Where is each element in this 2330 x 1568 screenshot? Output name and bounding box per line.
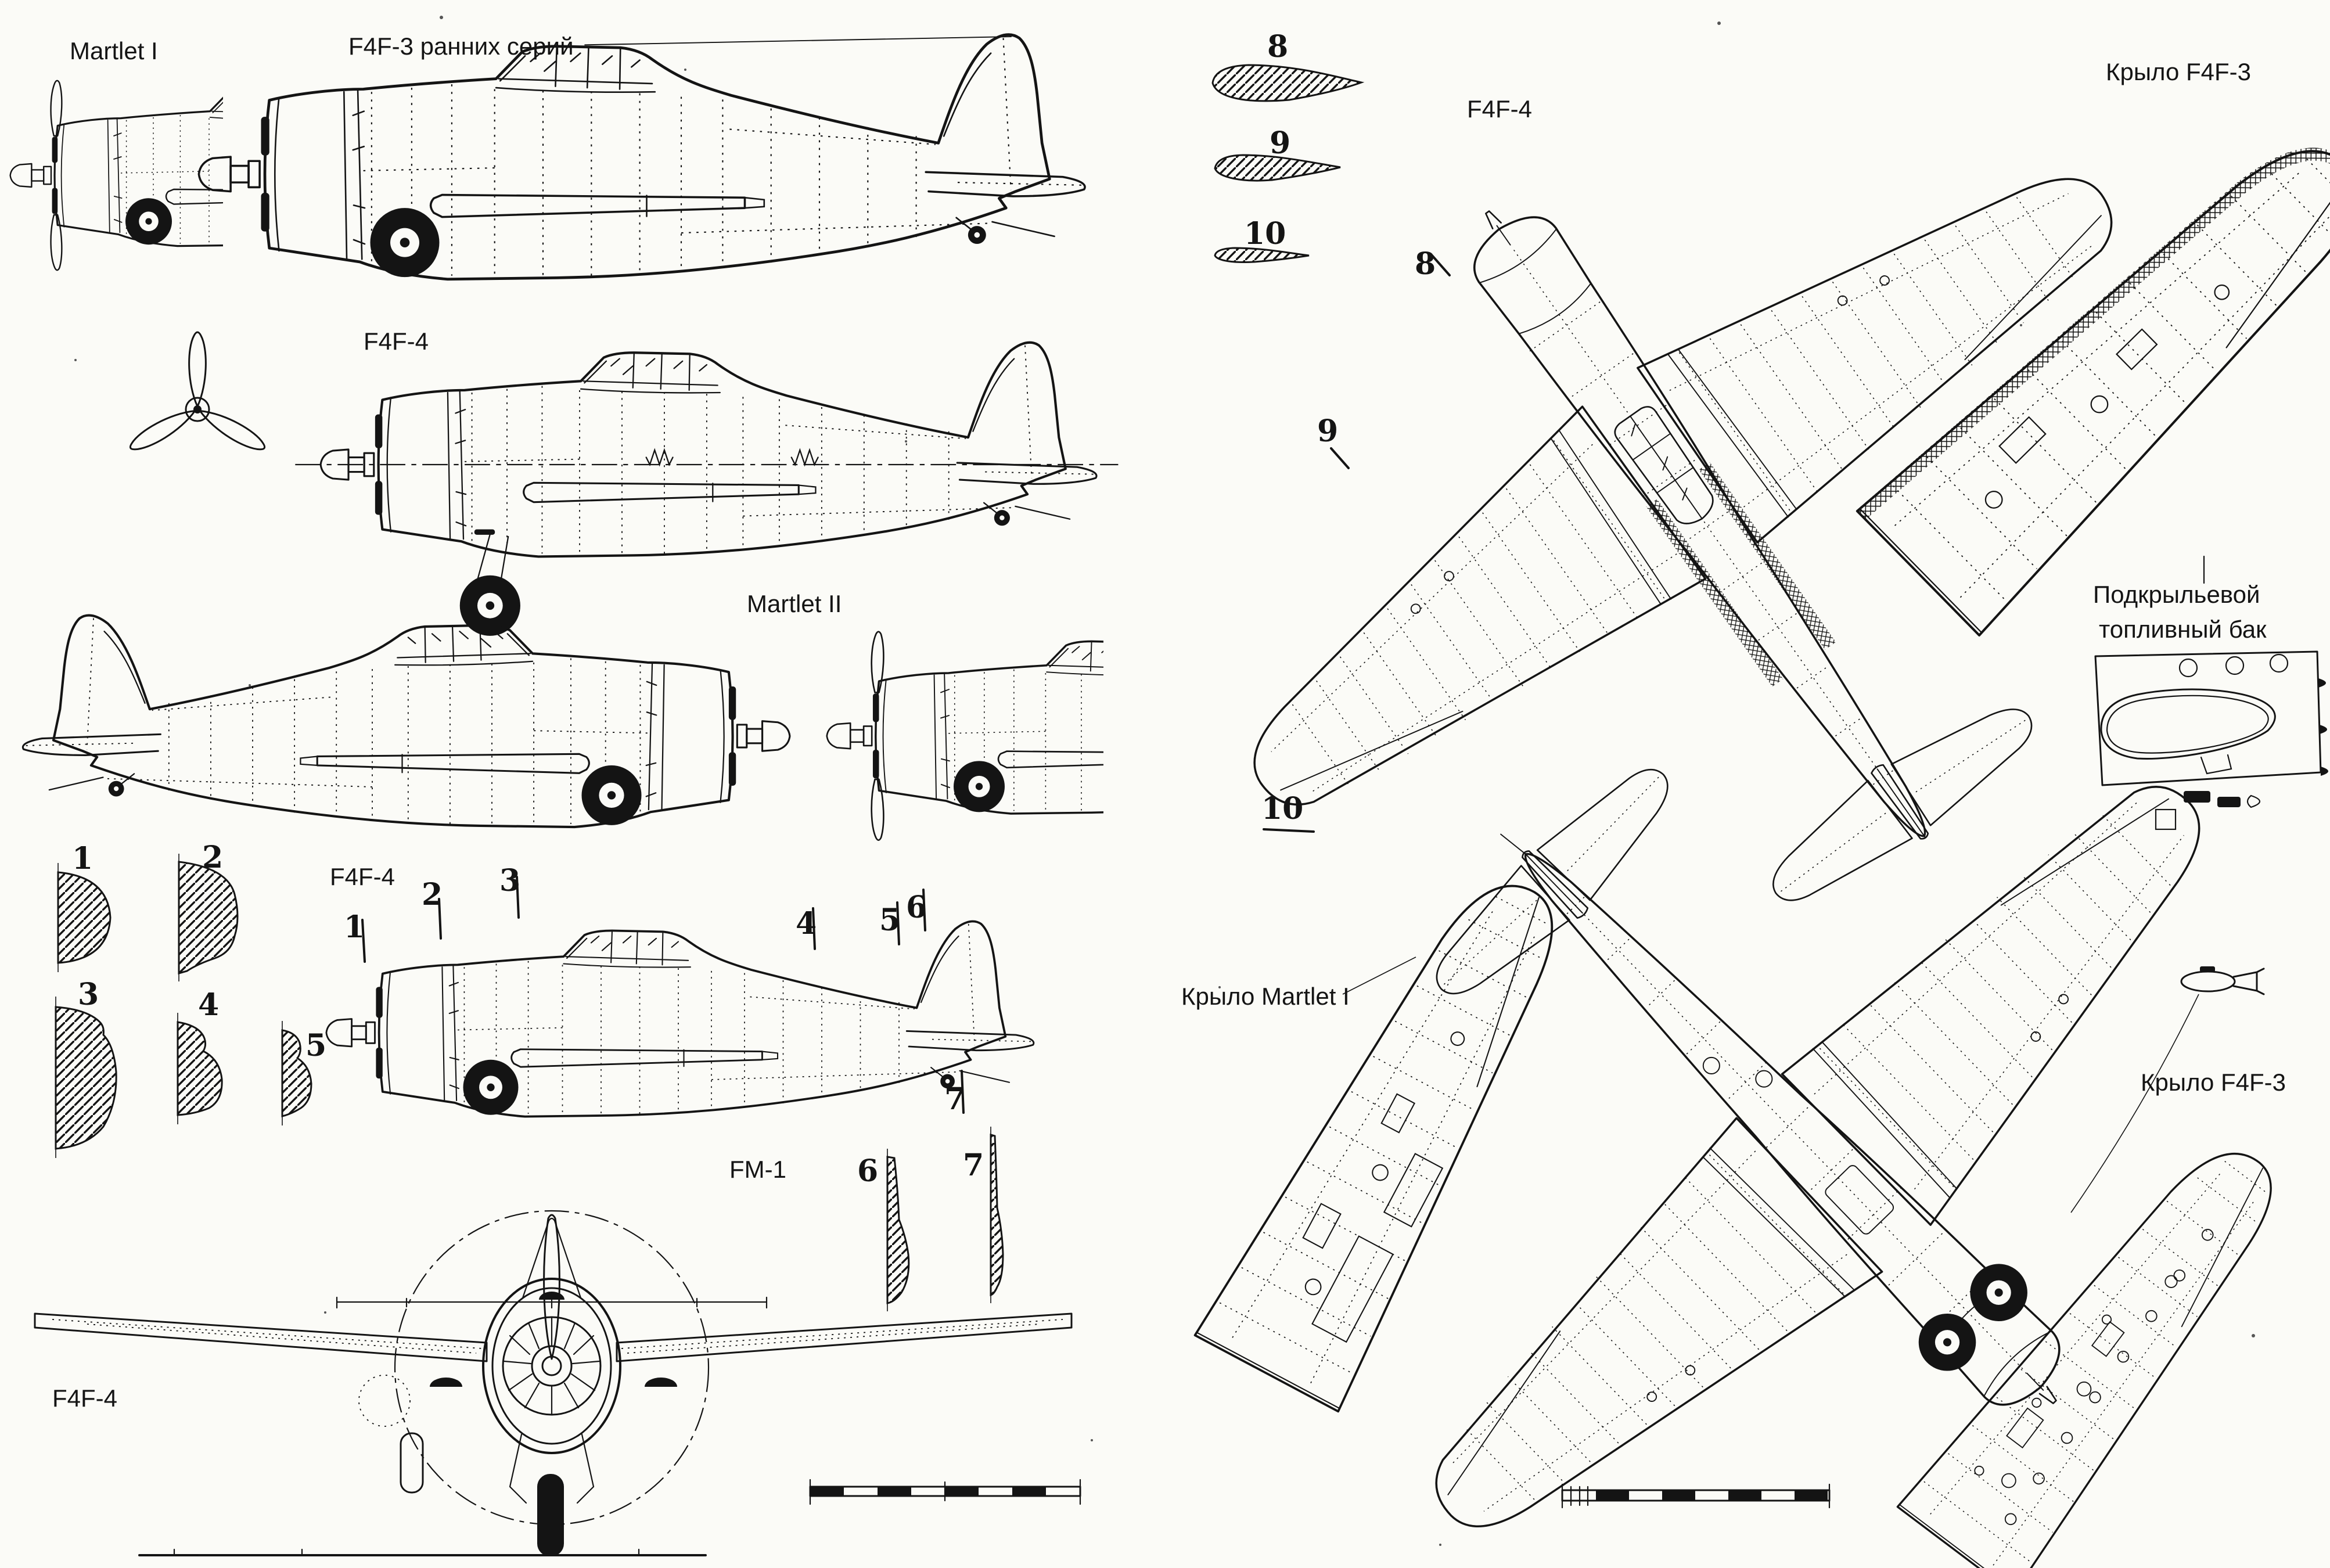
marker-1: 1 (344, 909, 365, 945)
marker-10: 10 (1261, 791, 1303, 826)
martlet-i-side-view (9, 80, 223, 271)
airfoil-9-label: 9 (1270, 125, 1290, 161)
wing-panel-f4f3-top (1856, 93, 2330, 636)
scan-speckles (74, 16, 2255, 1546)
cross-section-numbers: 1 2 3 4 5 6 7 8 9 10 (72, 29, 1290, 1189)
label-f4f4-plan: F4F-4 (1467, 95, 1532, 123)
station-markers-side: 1 2 3 4 5 6 7 (344, 863, 965, 1117)
section-3-label: 3 (78, 977, 99, 1012)
fm1-front-view (34, 1210, 1073, 1556)
section-2-label: 2 (202, 840, 223, 875)
wing-panel-f4f3-bottom (1896, 1112, 2311, 1568)
label-martlet-ii: Martlet II (747, 590, 842, 617)
section-5-label: 5 (305, 1028, 326, 1063)
label-wing-martlet-i: Крыло Martlet I (1181, 983, 1350, 1010)
bomb-detail (2070, 966, 2265, 1213)
wing-martlet-i-leader (1342, 956, 1416, 995)
label-wing-f4f3-top: Крыло F4F-3 (2106, 58, 2251, 85)
engine-cylinder-fins (503, 1316, 601, 1416)
scale-bar-right (1561, 1483, 1831, 1509)
label-underwing-tank-line1: Подкрыльевой (2093, 581, 2260, 608)
label-martlet-i: Martlet I (70, 37, 158, 64)
label-underwing-tank-line2: топливный бак (2099, 616, 2267, 643)
marker-9: 9 (1317, 413, 1338, 449)
section-6-label: 6 (857, 1153, 878, 1189)
label-f4f4-sections: F4F-4 (330, 863, 395, 890)
fuselage-cross-sections (55, 854, 312, 1158)
label-f4f3-early-series: F4F-3 ранних серий (348, 33, 574, 60)
propeller-front-view (129, 331, 266, 451)
section-7-label: 7 (963, 1148, 984, 1183)
tail-cross-sections (886, 1127, 1004, 1311)
f4f4-plan-view (1067, 0, 2330, 1132)
wing-airfoil-sections (1211, 64, 1365, 263)
martlet-ii-full-side-view (23, 616, 790, 827)
label-f4f4-front: F4F-4 (52, 1384, 117, 1412)
wing-panel-martlet-i (1193, 848, 1598, 1413)
airfoil-8-label: 8 (1267, 29, 1288, 64)
section-4-label: 4 (198, 987, 219, 1023)
scale-bar-left (809, 1479, 1081, 1505)
wildcat-bottom-view (1135, 475, 2330, 1568)
section-1-label: 1 (72, 841, 93, 876)
martlet-ii-nose-detail (826, 631, 1103, 841)
fuel-tank-detail (2094, 555, 2328, 830)
label-f4f4-side: F4F-4 (364, 328, 429, 355)
label-fm1: FM-1 (729, 1156, 786, 1183)
station-markers-plan: 8 9 10 (1261, 246, 1451, 833)
f4f4-side-view-gear-down (295, 343, 1119, 637)
marker-8: 8 (1415, 246, 1436, 282)
airfoil-10-label: 10 (1244, 216, 1286, 251)
f4f4-side-view-bottom (325, 920, 1035, 1118)
label-wing-f4f3-bottom: Крыло F4F-3 (2141, 1069, 2286, 1096)
f4f3-early-side-view (199, 35, 1085, 279)
